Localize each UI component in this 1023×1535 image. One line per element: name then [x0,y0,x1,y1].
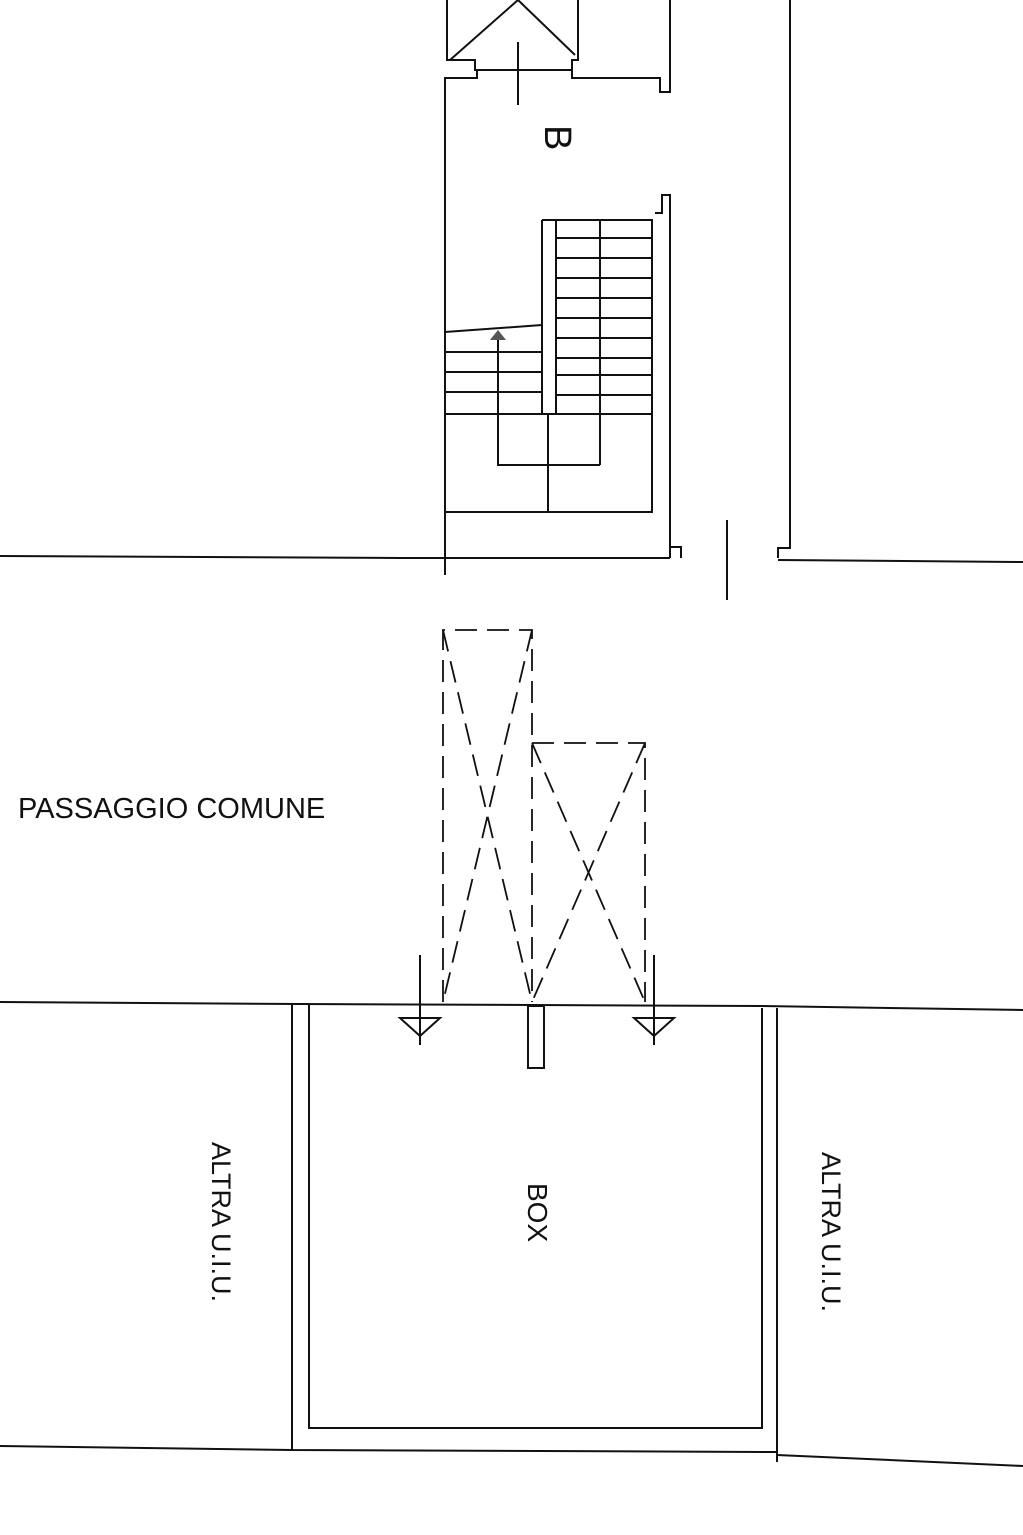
box-label: BOX [522,1183,553,1242]
common-passage-label: PASSAGGIO COMUNE [18,793,325,825]
door-markers [397,955,677,1069]
stair-block-label: B [536,125,578,150]
passage-top-wall [0,555,1023,563]
garage-door-swing [442,629,646,1003]
stair-treads [444,237,652,396]
other-unit-right-label: ALTRA U.I.U. [816,1152,846,1312]
bottom-wall [0,1445,1023,1467]
stair-block: B [444,0,791,575]
passage-bottom-wall [0,1001,1023,1011]
box-unit: BOX [291,1004,778,1462]
stair-direction-arrow-icon [490,330,506,340]
other-unit-left-label: ALTRA U.I.U. [206,1142,236,1302]
